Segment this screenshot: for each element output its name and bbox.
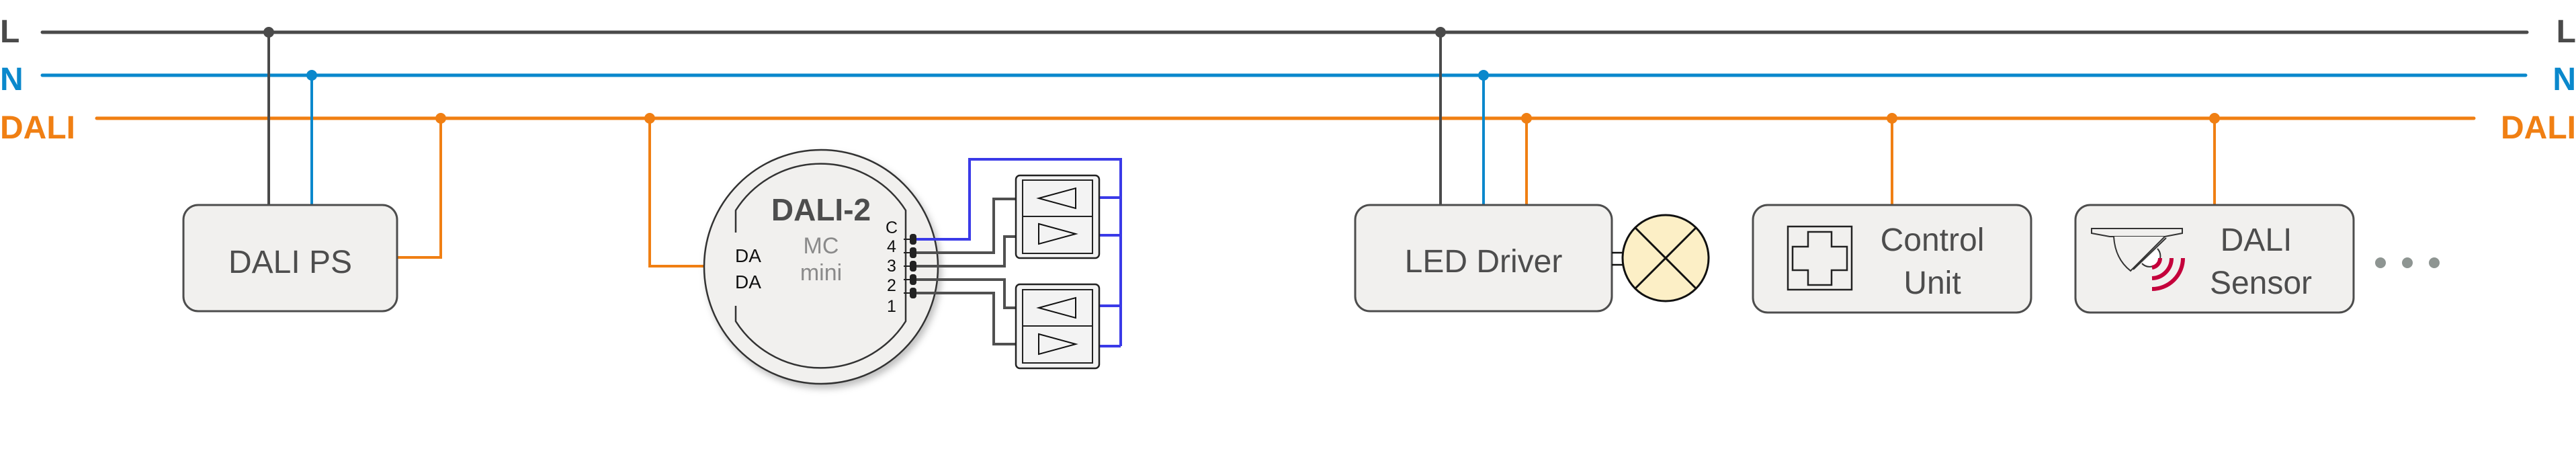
bus-label-N-left: N — [0, 62, 24, 97]
sensor-label-1: DALI — [2221, 222, 2292, 258]
control-unit-label-1: Control — [1881, 222, 1985, 258]
junction-sensor-DALI — [2209, 113, 2220, 124]
wire-pin-3 — [914, 235, 1016, 267]
pin-label-2: 2 — [887, 276, 896, 295]
junction-driver-N — [1478, 70, 1489, 81]
sensor-wave-1 — [2151, 257, 2163, 270]
control-unit-box[interactable] — [1752, 204, 2032, 314]
dali-ps-label: DALI PS — [228, 245, 352, 280]
pin-label-4: 4 — [887, 237, 896, 256]
junction-driver-DALI — [1521, 113, 1532, 124]
pin-dot — [910, 261, 916, 272]
wire-mc-DALI — [648, 118, 725, 267]
sensor-wave-3 — [2151, 257, 2185, 291]
push-button-2[interactable] — [1015, 283, 1101, 370]
pin-dot — [910, 288, 916, 298]
wire-pin-2 — [914, 278, 1016, 309]
led-driver-box[interactable] — [1354, 204, 1613, 313]
pin-label-C: C — [886, 218, 898, 237]
junction-ps-DALI — [435, 113, 446, 124]
bus-label-DALI-left: DALI — [0, 110, 75, 146]
pin-dot — [910, 234, 916, 245]
bus-label-L-right: L — [2557, 14, 2576, 50]
lamp[interactable] — [1612, 214, 1710, 302]
ellipsis-icon — [2375, 257, 2440, 268]
dali-ps-box[interactable] — [182, 204, 398, 313]
junction-ps-N — [306, 70, 317, 81]
dali-ps-device[interactable]: DALI PS — [182, 204, 398, 313]
mc-mini-title: DALI-2 — [771, 192, 871, 227]
pin-terminals — [904, 234, 916, 298]
sensor-plate — [2091, 228, 2183, 237]
wire-common — [914, 158, 1122, 346]
pin-dot — [910, 247, 916, 258]
ellipsis-dot — [2429, 257, 2440, 268]
junction-ps-L — [263, 27, 274, 38]
pin-label-3: 3 — [887, 257, 896, 276]
led-driver-device[interactable]: LED Driver — [1354, 204, 1613, 313]
mc-mini-module[interactable]: DALI-2 MC mini DA DA C 4 3 2 1 — [703, 149, 939, 385]
cross-icon-shape — [1791, 231, 1848, 286]
control-unit-label-2: Unit — [1903, 265, 1961, 301]
cross-icon-frame — [1787, 225, 1853, 291]
junction-driver-L — [1435, 27, 1446, 38]
arrow-right-icon — [1038, 333, 1078, 356]
control-unit-device[interactable]: Control Unit — [1752, 204, 2032, 314]
mc-mini-subtitle-2: mini — [800, 260, 842, 286]
arrow-left-icon — [1036, 296, 1076, 319]
ceiling-sensor-icon — [2091, 228, 2185, 291]
led-driver-label: LED Driver — [1405, 244, 1563, 280]
led-driver-wiring — [1435, 27, 1532, 205]
ellipsis-dot — [2402, 257, 2413, 268]
sensor-face — [2133, 237, 2167, 270]
bus-label-DALI-right: DALI — [2501, 110, 2576, 146]
sensor-label-2: Sensor — [2210, 265, 2312, 301]
power-supply-wiring — [263, 27, 446, 259]
arrow-left-icon — [1036, 187, 1076, 210]
switch-wiring — [904, 158, 1122, 347]
wire-pin-4 — [914, 198, 1016, 254]
bus-label-N-right: N — [2552, 62, 2576, 97]
ellipsis-dot — [2375, 257, 2386, 268]
pin-dot — [910, 274, 916, 285]
terminal-DA-2: DA — [735, 272, 761, 292]
wire-ps-DALI — [397, 118, 442, 259]
wire-pin-1 — [914, 292, 1016, 345]
sensor-dome — [2113, 236, 2165, 272]
arrow-right-icon — [1038, 222, 1078, 245]
terminal-DA-1: DA — [735, 245, 761, 266]
mc-mini-subtitle-1: MC — [804, 233, 839, 259]
junction-control-DALI — [1887, 113, 1897, 124]
push-button-1[interactable] — [1015, 174, 1101, 259]
pin-label-1: 1 — [887, 297, 896, 316]
cross-icon — [1787, 225, 1853, 291]
sensor-wave-2 — [2151, 257, 2174, 280]
sensor-device[interactable]: DALI Sensor — [2074, 204, 2355, 314]
junction-mc-DALI — [644, 113, 655, 124]
lamp-cross-2 — [1634, 226, 1697, 290]
bus-label-L-left: L — [0, 14, 19, 50]
